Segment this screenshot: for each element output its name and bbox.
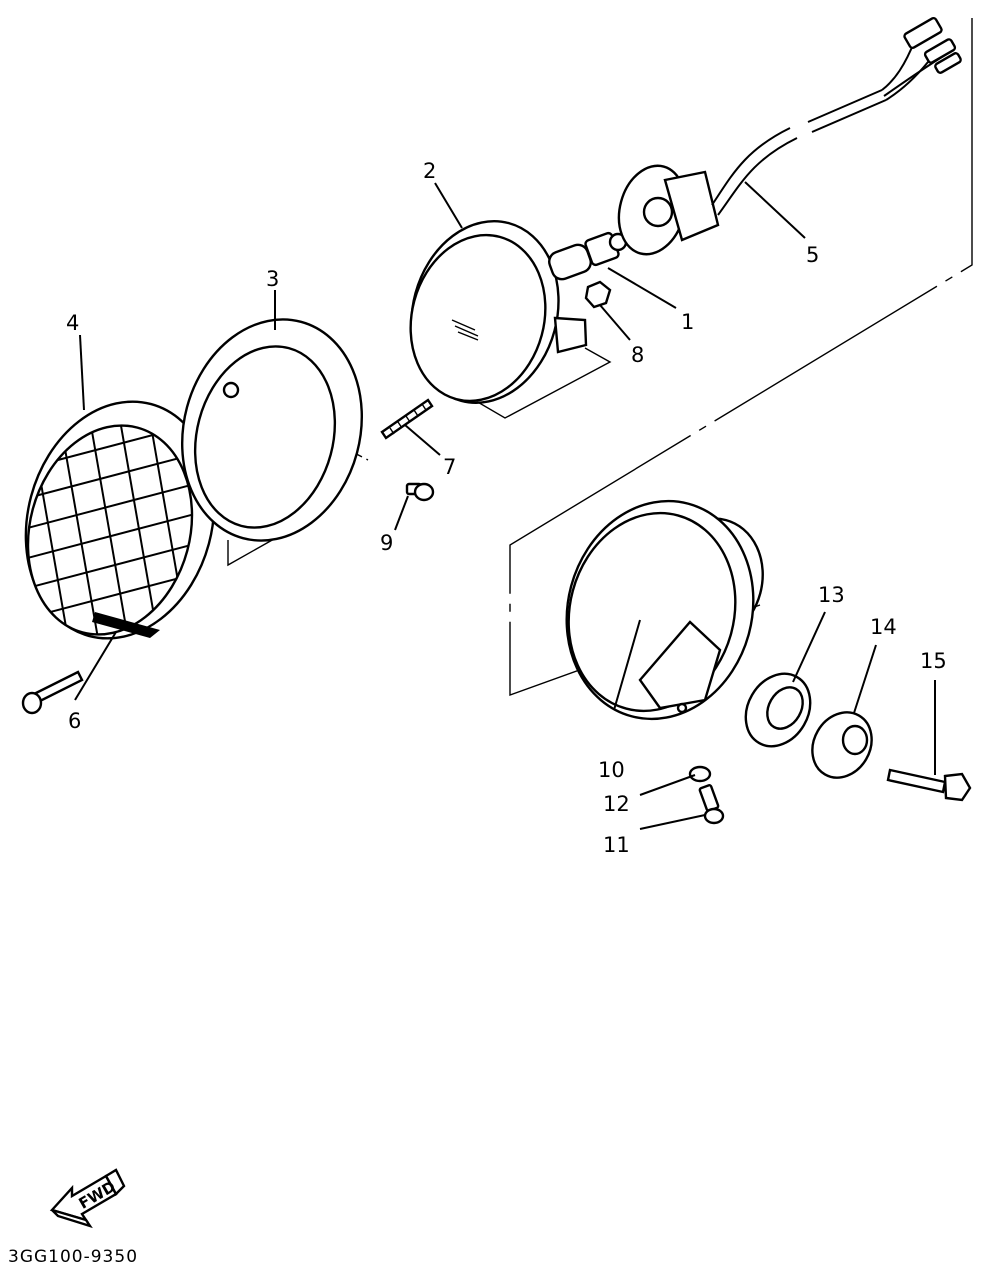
part-6-bolt [21,670,84,715]
callout-4: 4 [66,311,79,335]
part-3-headlight-rim [180,318,364,542]
callout-1: 1 [681,310,694,334]
callout-2: 2 [423,159,436,183]
callout-6: 6 [68,709,81,733]
part-15-bolt [886,768,972,802]
callout-13: 13 [818,583,845,607]
part-12-washer [688,765,712,783]
callout-10: 10 [598,758,625,782]
callout-14: 14 [870,615,897,639]
part-14-cover [811,711,873,779]
callout-7: 7 [443,455,456,479]
part-11-screw [698,784,725,825]
callout-11: 11 [603,833,630,857]
part-2-sealed-beam [409,220,588,404]
callout-9: 9 [380,531,393,555]
part-7-adjust-screw [380,398,434,440]
reference-code: 3GG100-9350 [8,1247,138,1267]
leader-lines [74,181,936,830]
part-4-grille-guard [19,400,216,651]
callout-labels: 1 2 3 4 5 6 7 8 9 10 11 12 13 14 15 [66,159,947,857]
part-1-bulb [548,231,628,281]
callout-15: 15 [920,649,947,673]
part-9-screw [405,482,435,502]
fwd-arrow-icon: FWD [49,1168,126,1229]
part-13-grommet [744,672,812,748]
callout-12: 12 [603,792,630,816]
callout-3: 3 [266,267,279,291]
part-5-socket-harness [617,16,962,256]
callout-8: 8 [631,343,644,367]
callout-5: 5 [806,243,819,267]
part-10-housing [565,499,764,721]
part-8-nut [584,280,612,309]
